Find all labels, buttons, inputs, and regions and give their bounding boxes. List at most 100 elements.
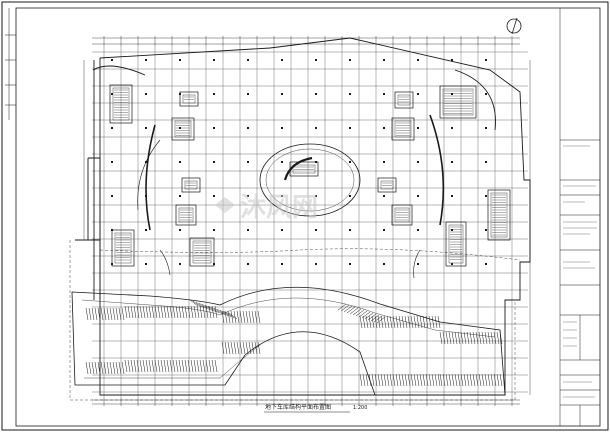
hatch-stroke	[163, 359, 167, 373]
column-mark	[451, 59, 453, 61]
hatch-stroke	[380, 315, 384, 329]
column-mark	[349, 263, 351, 265]
column-mark	[349, 93, 351, 95]
column-mark	[145, 59, 147, 61]
hatch-stroke	[97, 361, 101, 375]
hatch-stroke	[358, 310, 368, 318]
hatch-stroke	[493, 373, 497, 387]
stair-core	[181, 177, 201, 193]
column-mark	[315, 127, 317, 129]
column-mark	[281, 263, 283, 265]
column-mark	[213, 127, 215, 129]
stair-core	[175, 204, 197, 226]
hatch-stroke	[398, 315, 402, 329]
hatch-stroke	[210, 306, 220, 314]
hatch-stroke	[187, 359, 191, 373]
hatch-stroke	[425, 373, 429, 387]
hatch-stroke	[85, 361, 89, 375]
hatch-stroke	[211, 359, 215, 373]
hatch-stroke	[422, 315, 426, 329]
hatch-stroke	[371, 315, 375, 329]
hatch-stroke	[219, 309, 229, 317]
column-mark	[213, 195, 215, 197]
hatch-stroke	[109, 307, 113, 321]
hatch-stroke	[493, 331, 497, 345]
column-mark	[451, 229, 453, 231]
hatch-stroke	[130, 359, 134, 373]
hatch-stroke	[208, 359, 212, 373]
stair-core	[445, 221, 467, 267]
stair-core	[391, 117, 415, 141]
column-mark	[417, 59, 419, 61]
column-mark	[383, 127, 385, 129]
hatch-stroke	[205, 305, 209, 319]
hatch-stroke	[145, 359, 149, 373]
hatch-stroke	[106, 307, 110, 321]
column-mark	[247, 161, 249, 163]
hatch-stroke	[484, 373, 488, 387]
column-mark	[145, 195, 147, 197]
drawing-title: 地下车库结构平面布置图	[265, 403, 331, 411]
hatch-stroke	[112, 361, 116, 375]
hatch-stroke	[91, 307, 95, 321]
hatch-stroke	[202, 359, 206, 373]
stair-core-inner	[394, 207, 410, 223]
column-mark	[247, 263, 249, 265]
stair-core-inner	[112, 87, 130, 121]
hatch-stroke	[254, 310, 258, 324]
hatch-stroke	[181, 305, 185, 319]
hatch-stroke	[245, 341, 249, 355]
hatch-stroke	[475, 373, 479, 387]
hatch-stroke	[224, 341, 228, 355]
hatch-stroke	[178, 359, 182, 373]
stair-core-inner	[192, 240, 212, 264]
hatch-stroke	[469, 373, 473, 387]
column-mark	[179, 59, 181, 61]
stair-core	[111, 229, 135, 267]
column-mark	[111, 195, 113, 197]
hatch-stroke	[454, 331, 458, 345]
hatch-stroke	[383, 315, 387, 329]
column-mark	[417, 161, 419, 163]
stair-core	[391, 204, 413, 226]
column-mark	[145, 263, 147, 265]
column-mark	[281, 59, 283, 61]
hatch-stroke	[428, 373, 432, 387]
hatch-stroke	[413, 373, 417, 387]
hatch-stroke	[410, 373, 414, 387]
hatch-stroke	[439, 373, 443, 387]
hatch-stroke	[257, 341, 261, 355]
column-mark	[417, 93, 419, 95]
stair-core-inner	[174, 120, 192, 138]
column-mark	[145, 93, 147, 95]
hatch-stroke	[242, 341, 246, 355]
column-mark	[315, 195, 317, 197]
column-mark	[349, 59, 351, 61]
hatch-stroke	[207, 305, 217, 313]
hatch-stroke	[419, 373, 423, 387]
column-mark	[281, 127, 283, 129]
hatch-stroke	[145, 305, 149, 319]
hatch-stroke	[361, 311, 371, 319]
column-mark	[315, 161, 317, 163]
hatch-stroke	[439, 331, 443, 345]
hatch-stroke	[184, 359, 188, 373]
hatch-stroke	[434, 315, 438, 329]
hatch-stroke	[115, 361, 119, 375]
hatch-stroke	[228, 312, 238, 320]
axis-grid	[92, 46, 528, 398]
column-mark	[213, 93, 215, 95]
hatch-stroke	[106, 361, 110, 375]
hatch-stroke	[169, 359, 173, 373]
hatch-stroke	[454, 373, 458, 387]
stair-core	[439, 85, 477, 119]
hatch-stroke	[242, 310, 246, 324]
stair-core	[189, 237, 215, 267]
hatch-stroke	[178, 305, 182, 319]
hatch-stroke	[199, 359, 203, 373]
central-rotunda	[259, 143, 361, 217]
hatch-stroke	[112, 307, 116, 321]
hatch-stroke	[169, 305, 173, 319]
